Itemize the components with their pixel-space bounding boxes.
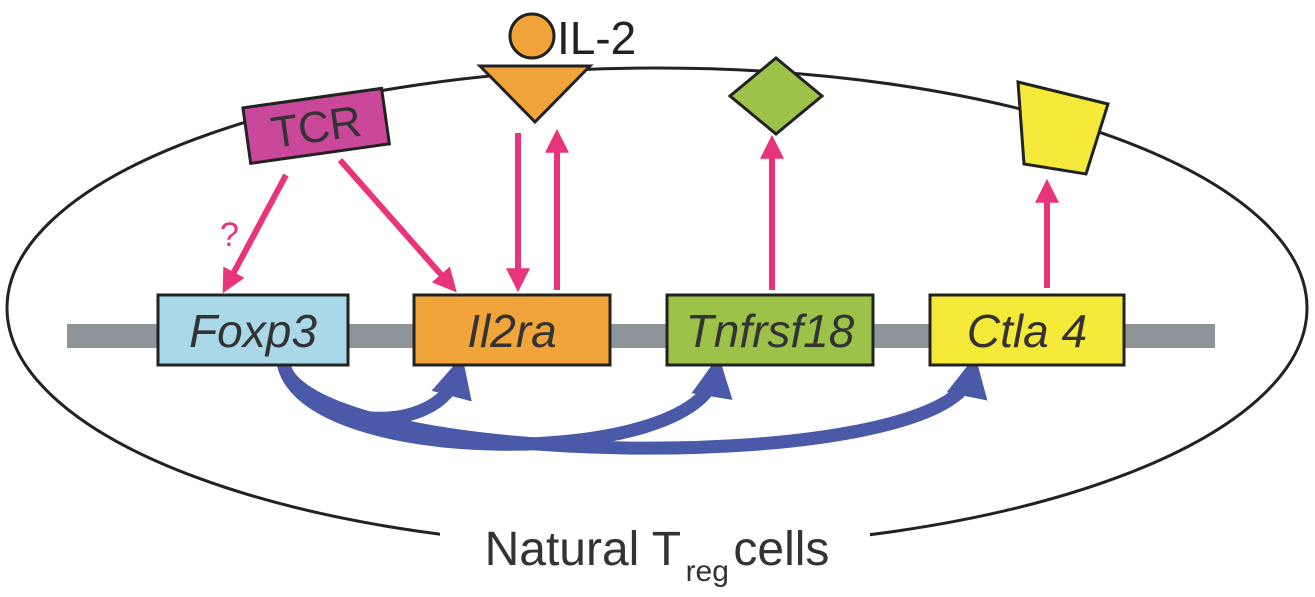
il2-label: IL-2 (557, 12, 636, 64)
il2-ligand-icon (508, 12, 556, 60)
gene-ctla4-label: Ctla 4 (967, 305, 1087, 357)
tcr-to-foxp3-arrow (222, 173, 289, 294)
il2-receptor-triangle (476, 64, 594, 125)
title-prefix: Natural T (485, 523, 682, 576)
gene-ctla4: Ctla 4 (928, 293, 1126, 367)
gene-foxp3: Foxp3 (156, 293, 350, 367)
gene-il2ra-label: Il2ra (467, 305, 556, 357)
foxp3-regulation-arcs (276, 355, 988, 455)
title-background (440, 515, 870, 585)
title-suffix: cells (733, 523, 829, 576)
gitr-protein-diamond (727, 56, 825, 136)
ctla4-protein-trapezoid (1016, 80, 1110, 176)
gene-tnfrsf18-label: Tnfrsf18 (686, 305, 855, 357)
tcr-receptor: TCR (241, 86, 392, 166)
gene-foxp3-label: Foxp3 (189, 305, 317, 357)
foxp3-to-ctla4-arc (276, 355, 988, 455)
gene-il2ra: Il2ra (412, 293, 612, 367)
gene-tnfrsf18: Tnfrsf18 (665, 293, 875, 367)
unknown-link-question-mark: ? (220, 216, 239, 254)
foxp3-to-tnfrsf18-arc (276, 355, 733, 451)
diagram-title: Natural T reg cells (485, 523, 830, 588)
tcr-to-il2ra-arrow (337, 158, 457, 293)
title-subscript: reg (686, 555, 729, 588)
